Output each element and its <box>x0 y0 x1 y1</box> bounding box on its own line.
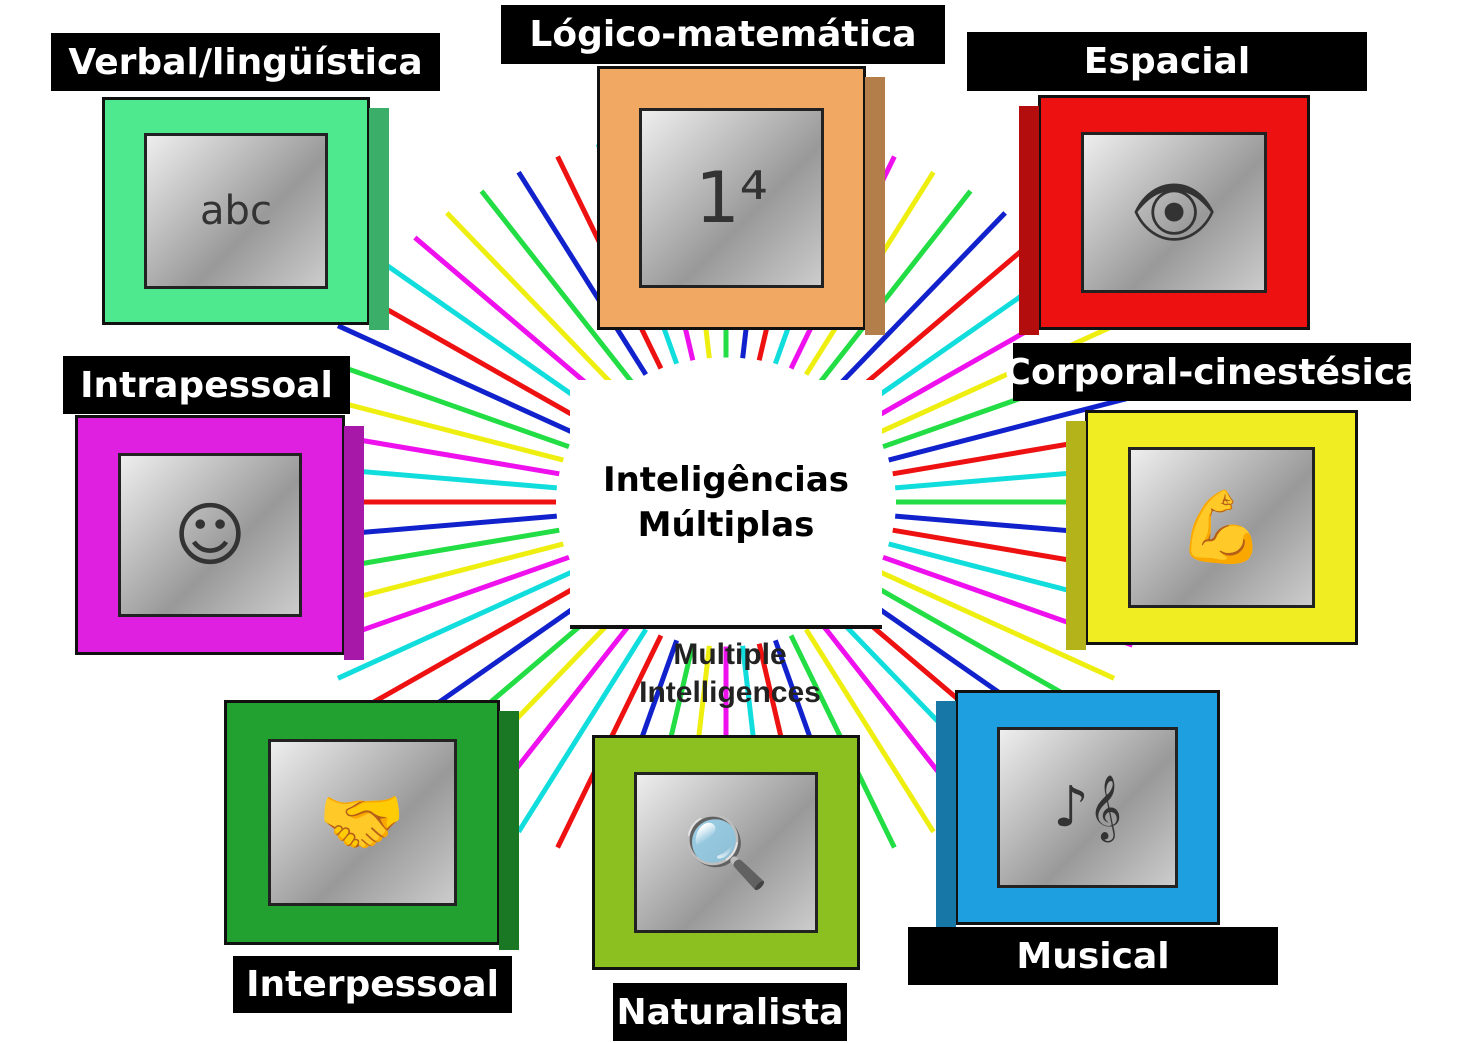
ray-line <box>516 628 648 834</box>
naturalista-box: 🔍 <box>592 735 860 970</box>
center-title: Inteligências Múltiplas <box>570 380 882 629</box>
numbers-icon: 1⁴ <box>639 107 824 289</box>
flexed-arm-icon: 💪 <box>1128 447 1315 608</box>
eye-icon: 👁 <box>1080 132 1268 293</box>
verbal-box: abc <box>102 97 389 330</box>
english-subtitle: Multiple Intelligences <box>600 636 860 711</box>
head-silhouette-icon: ☺ <box>117 453 303 617</box>
ray-line <box>336 567 578 681</box>
label-naturalista: Naturalista <box>613 983 847 1041</box>
label-corporal: Corporal-cinestésica <box>1005 343 1419 401</box>
book-abc-icon: abc <box>144 133 328 289</box>
intrapessoal-box: ☺ <box>75 415 364 660</box>
ray-line <box>358 292 586 424</box>
ray-line <box>888 391 1148 463</box>
ray-line <box>516 170 648 376</box>
espacial-box: 👁 <box>1019 95 1310 335</box>
handshake-icon: 🤝 <box>267 738 457 907</box>
corporal-box: 💪 <box>1066 410 1358 650</box>
interpessoal-box: 🤝 <box>224 700 519 950</box>
ray-line <box>318 356 570 450</box>
ray-line <box>336 323 578 437</box>
ray-line <box>804 628 936 834</box>
ray-line <box>874 567 1116 681</box>
ray-line <box>445 211 620 393</box>
subtitle-line2: Intelligences <box>639 675 821 709</box>
ray-line <box>479 189 634 384</box>
ray-line <box>384 262 597 413</box>
subtitle-line1: Multiple <box>673 638 787 671</box>
ray-line <box>818 189 973 384</box>
ray-line <box>413 235 608 402</box>
label-espacial: Espacial <box>967 32 1367 91</box>
label-intrapessoal: Intrapessoal <box>63 356 350 414</box>
label-logico: Lógico-matemática <box>501 5 945 64</box>
ray-line <box>358 580 586 712</box>
musical-box: ♪𝄞 <box>936 690 1220 930</box>
ray-line <box>832 211 1007 393</box>
center-title-line2: Múltiplas <box>637 504 815 545</box>
music-staff-icon: ♪𝄞 <box>996 727 1179 888</box>
center-title-line1: Inteligências <box>602 460 850 501</box>
ray-line <box>844 235 1039 402</box>
ray-line <box>866 580 1094 712</box>
magnifier-leaf-icon: 🔍 <box>634 772 818 933</box>
label-musical: Musical <box>908 927 1278 985</box>
label-verbal: Verbal/lingüística <box>51 33 440 91</box>
logico-box: 1⁴ <box>597 66 885 335</box>
label-interpessoal: Interpessoal <box>233 956 512 1013</box>
